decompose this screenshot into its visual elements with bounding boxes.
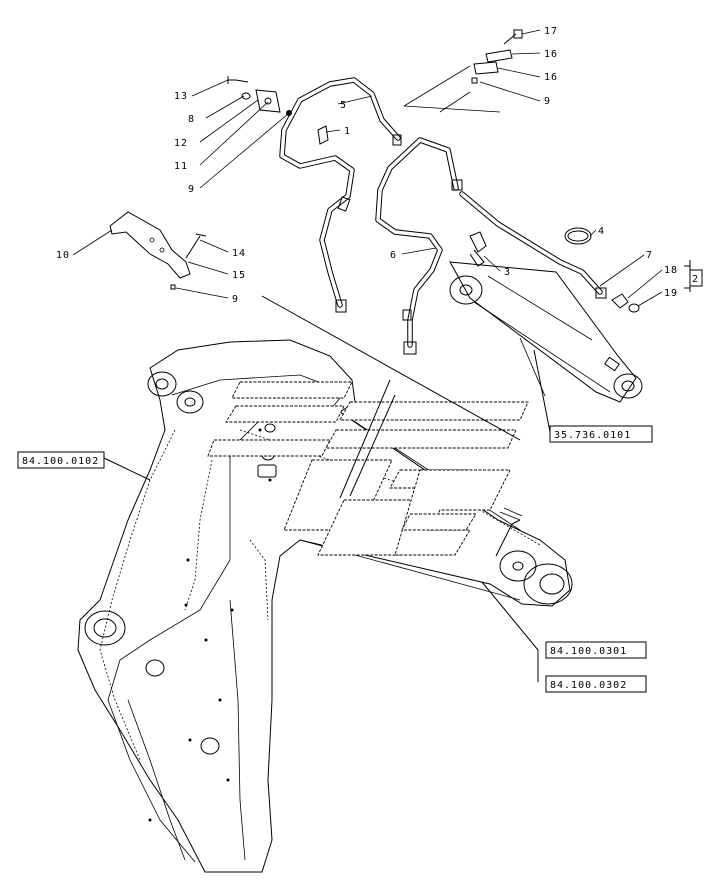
callout-15: 15 bbox=[232, 270, 246, 281]
clamp-4 bbox=[564, 227, 592, 245]
bolt-17-plates-16 bbox=[471, 29, 523, 84]
callout-4: 4 bbox=[598, 226, 605, 237]
callout-10: 10 bbox=[56, 250, 70, 261]
callout-16: 16 bbox=[544, 72, 558, 83]
bracket-assembly-8-13 bbox=[227, 76, 292, 116]
callout-9: 9 bbox=[188, 184, 195, 195]
reference-cylinder: 35.736.0101 bbox=[554, 430, 631, 441]
fittings-18-19 bbox=[611, 293, 640, 313]
callout-11: 11 bbox=[174, 161, 188, 172]
callout-16: 16 bbox=[544, 49, 558, 60]
clip-1 bbox=[317, 125, 329, 145]
callout-14: 14 bbox=[232, 248, 246, 259]
reference-boxes: 84.100.0102 35.736.0101 84.100.0301 84.1… bbox=[17, 425, 653, 693]
callout-7: 7 bbox=[646, 250, 653, 261]
callout-2: 2 bbox=[692, 274, 699, 285]
callout-3: 3 bbox=[504, 267, 511, 278]
callout-9: 9 bbox=[544, 96, 551, 107]
callout-19: 19 bbox=[664, 288, 678, 299]
reference-boom: 84.100.0102 bbox=[22, 456, 99, 467]
callout-12: 12 bbox=[174, 138, 188, 149]
bracket-10 bbox=[109, 211, 207, 290]
fitting-3 bbox=[469, 231, 487, 267]
callouts: 17 16 16 9 13 8 12 11 9 5 1 4 7 18 2 19 … bbox=[56, 26, 703, 305]
callout-1: 1 bbox=[344, 126, 351, 137]
reference-pin-a: 84.100.0301 bbox=[550, 646, 627, 657]
hose-5 bbox=[279, 77, 402, 313]
reference-pin-b: 84.100.0302 bbox=[550, 680, 627, 691]
callout-13: 13 bbox=[174, 91, 188, 102]
callout-6: 6 bbox=[390, 250, 397, 261]
callout-5: 5 bbox=[340, 100, 347, 111]
callout-18: 18 bbox=[664, 265, 678, 276]
leader-lines bbox=[72, 29, 691, 682]
hydraulic-cylinder bbox=[449, 261, 643, 403]
callout-17: 17 bbox=[544, 26, 558, 37]
pipe-7 bbox=[459, 191, 607, 299]
callout-8: 8 bbox=[188, 114, 195, 125]
watermark-logo bbox=[207, 381, 529, 556]
hose-6 bbox=[375, 137, 463, 355]
callout-9: 9 bbox=[232, 294, 239, 305]
